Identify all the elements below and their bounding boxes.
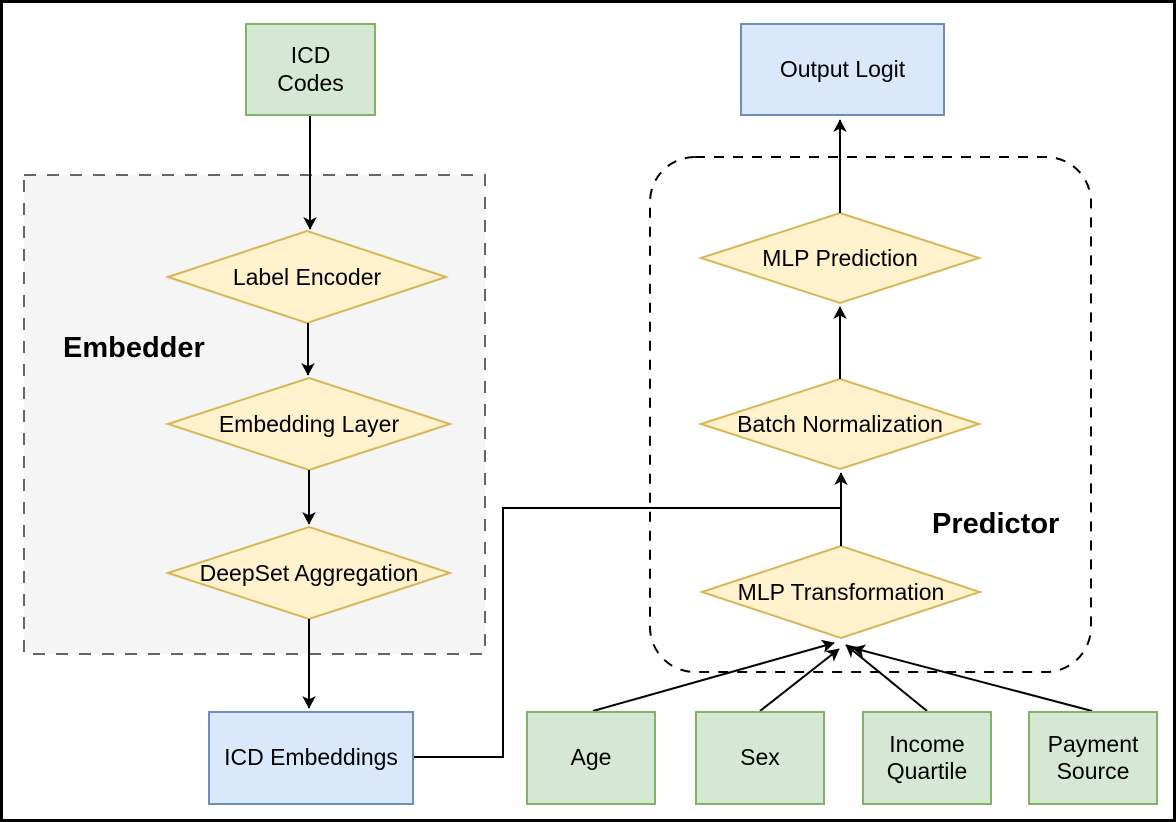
- edge-payment-source-to-mlp-transformation: [852, 644, 1093, 712]
- batch-normalization-diamond: [697, 377, 983, 471]
- embedder-group-label: Embedder: [63, 332, 205, 364]
- deepset-aggregation-diamond: [164, 525, 454, 621]
- diagram-shapes-layer: [23, 116, 1093, 758]
- node-payment-source: Payment Source: [1028, 711, 1158, 805]
- edge-income-quartile-to-mlp-transformation: [845, 644, 928, 712]
- edge-age-to-mlp-transformation: [592, 639, 835, 712]
- mlp-prediction-diamond: [697, 211, 983, 305]
- node-icd-embeddings: ICD Embeddings: [208, 711, 414, 805]
- node-output-logit: Output Logit: [740, 23, 945, 116]
- edge-sex-to-mlp-transformation: [759, 648, 840, 712]
- mlp-transformation-diamond: [698, 544, 984, 640]
- predictor-group-box: [649, 156, 1092, 673]
- node-icd-codes: ICD Codes: [245, 23, 376, 116]
- predictor-group-label: Predictor: [932, 508, 1060, 540]
- embedding-layer-diamond: [164, 376, 454, 472]
- node-sex: Sex: [695, 711, 825, 805]
- label-encoder-diamond: [164, 229, 450, 325]
- edge-icd-embeddings-to-batch-normalization: [414, 507, 841, 758]
- node-income-quartile: Income Quartile: [862, 711, 992, 805]
- node-age: Age: [526, 711, 656, 805]
